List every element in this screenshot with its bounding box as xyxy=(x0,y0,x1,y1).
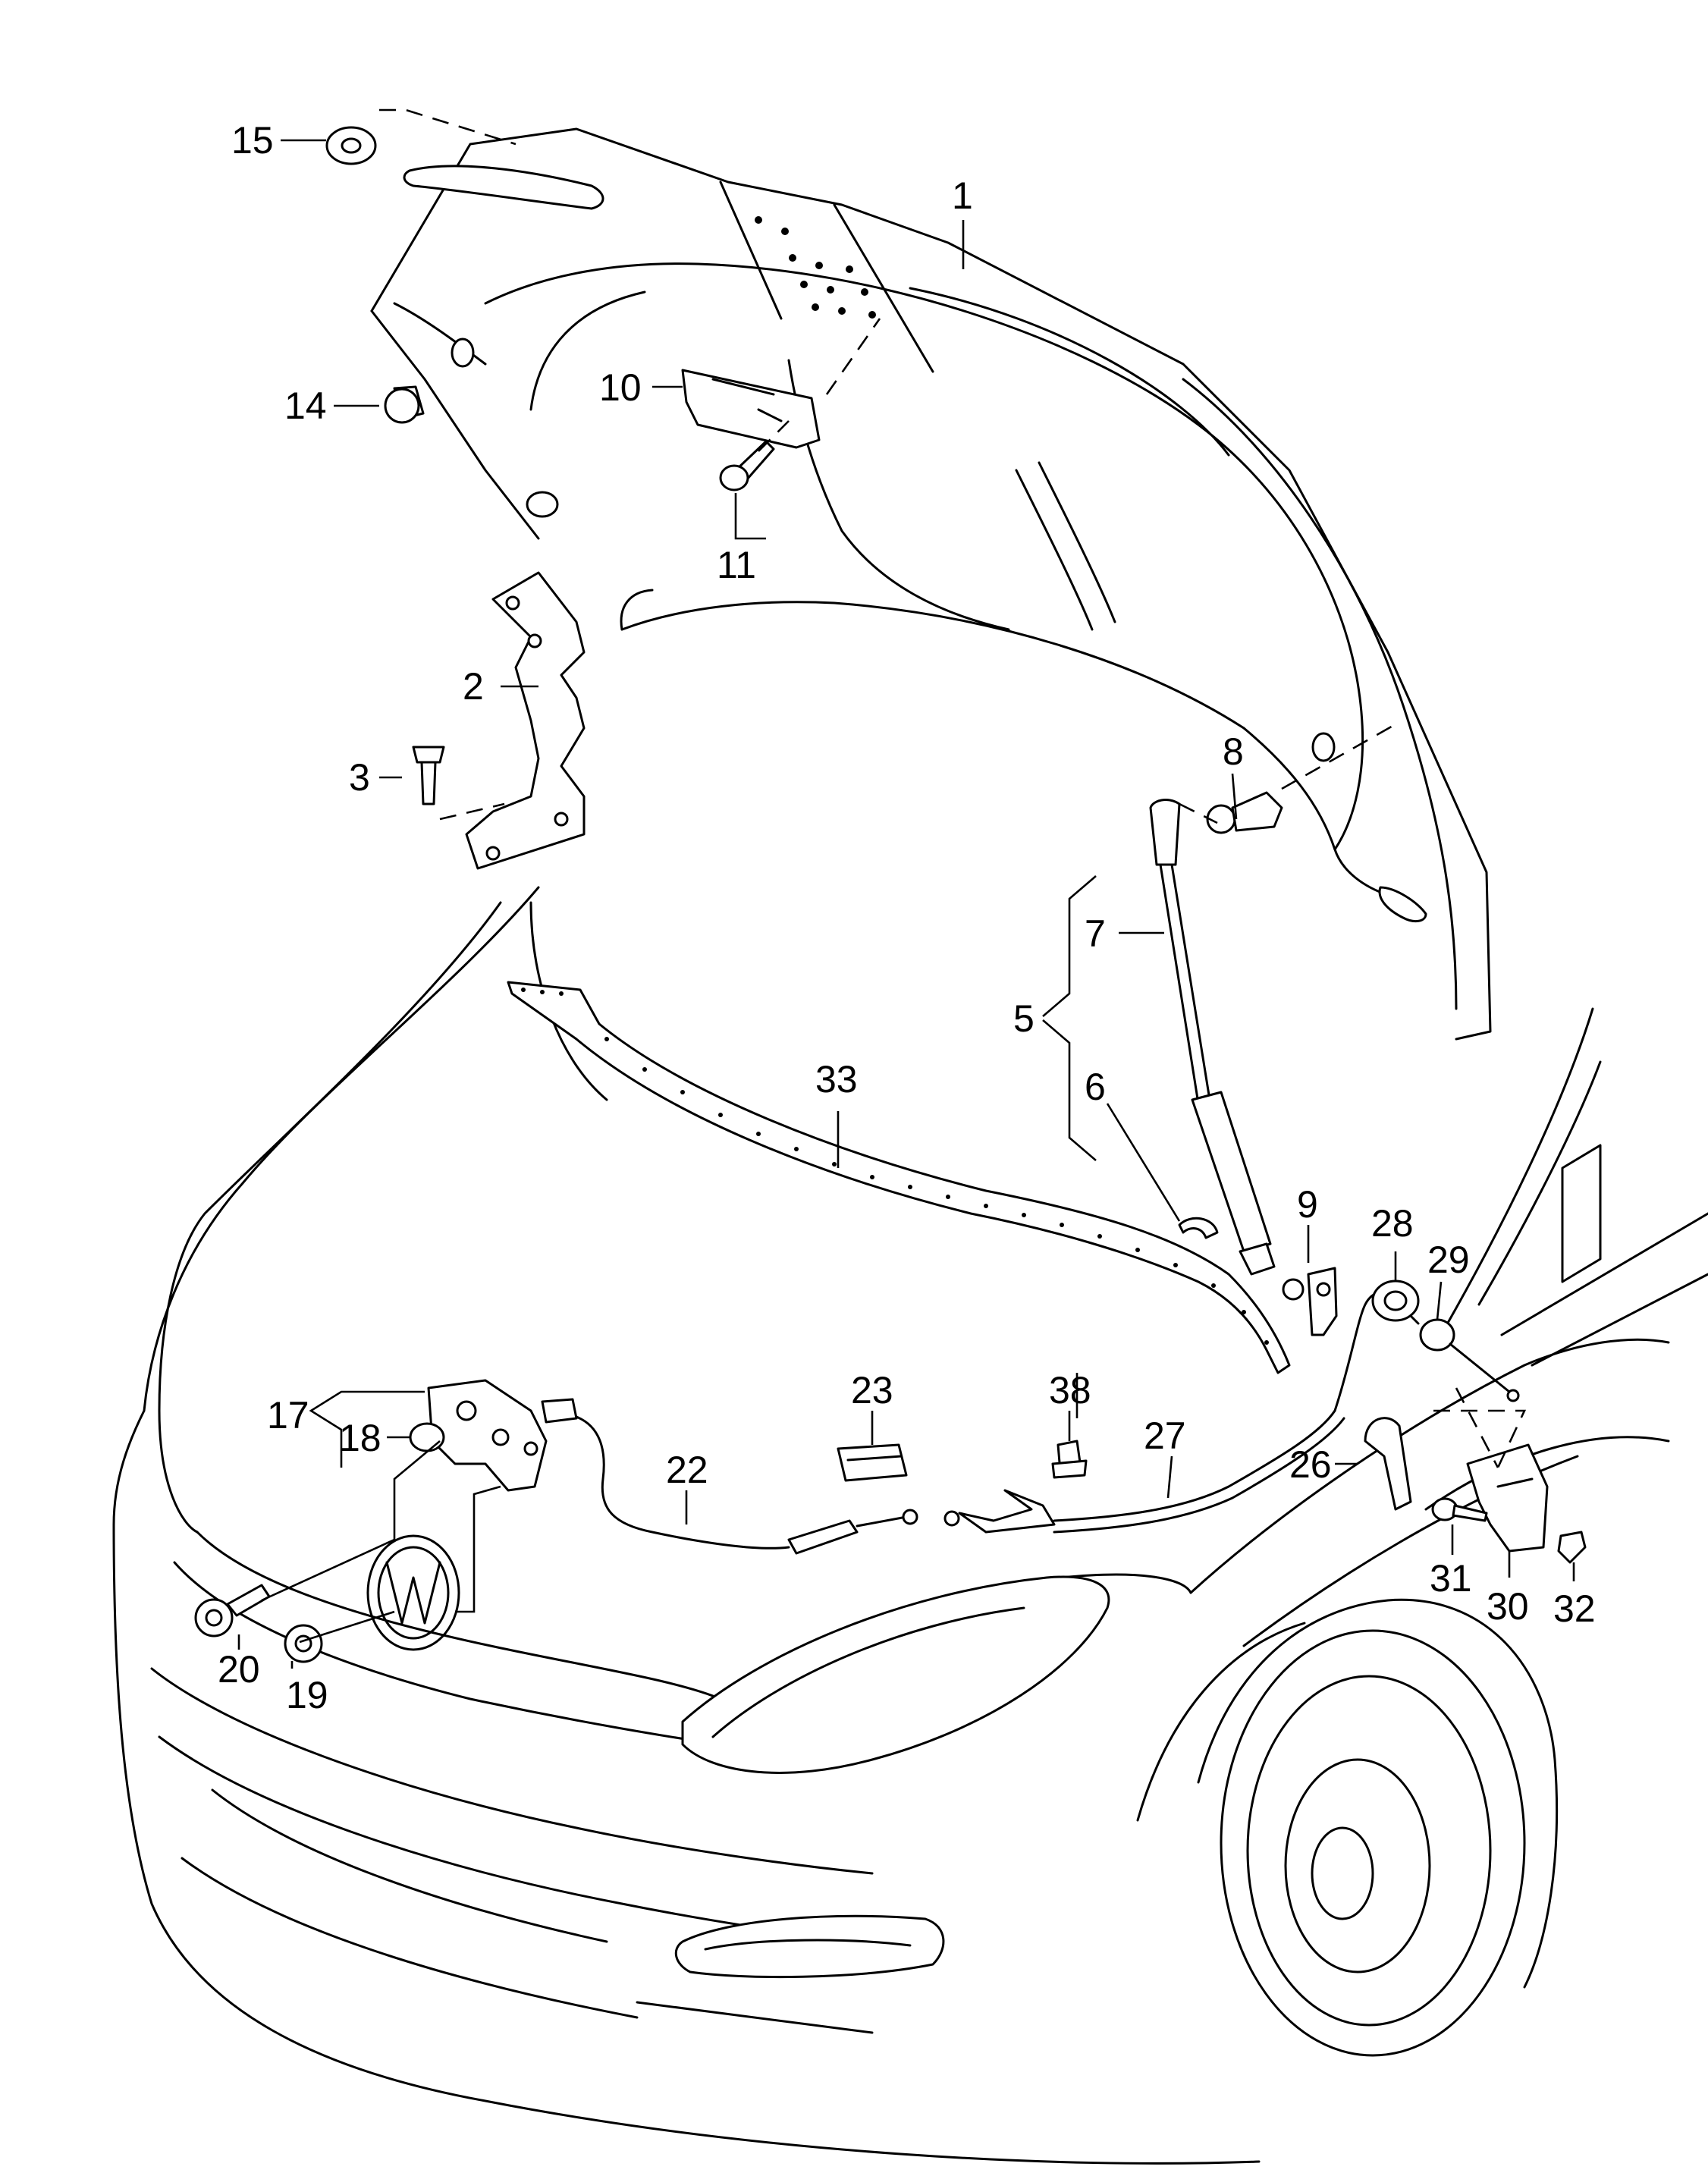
callout-11: 11 xyxy=(717,544,756,586)
callout-31: 31 xyxy=(1430,1557,1472,1600)
part-27-release-cable-rear xyxy=(943,1289,1397,1534)
vehicle-front-body xyxy=(112,886,1708,2165)
callout-5: 5 xyxy=(1013,997,1035,1040)
grille-emblem xyxy=(366,1534,460,1651)
callout-7: 7 xyxy=(1085,912,1106,955)
callout-9: 9 xyxy=(1297,1183,1318,1226)
part-29-cable-end xyxy=(1409,1314,1520,1402)
callout-18: 18 xyxy=(339,1417,381,1459)
callout-33: 33 xyxy=(815,1058,858,1101)
callout-30: 30 xyxy=(1487,1585,1529,1628)
part-17-hood-lock xyxy=(427,1379,548,1492)
callout-15: 15 xyxy=(231,119,274,162)
hood-hole-pattern xyxy=(755,216,876,319)
part-9-ball-socket xyxy=(1282,1267,1338,1336)
part-3-hinge-bolt xyxy=(412,746,445,805)
dashed-assembly-lines xyxy=(379,108,1527,1468)
leader-lines xyxy=(237,139,1575,1669)
part-28-grommet xyxy=(1371,1280,1420,1322)
callout-10: 10 xyxy=(599,366,642,409)
callout-8: 8 xyxy=(1223,730,1244,773)
callout-2: 2 xyxy=(463,665,484,708)
part-11-bolt xyxy=(719,440,775,491)
part-20-bolt xyxy=(194,1584,271,1637)
seal-perforation-dots xyxy=(521,988,1269,1345)
callout-17: 17 xyxy=(267,1394,309,1437)
callout-labels: 1 2 3 5 6 7 8 9 10 11 14 15 17 18 19 20 … xyxy=(218,119,1596,1716)
part-15-bump-stop xyxy=(325,126,377,165)
hood-panel xyxy=(370,127,1492,1041)
callout-27: 27 xyxy=(1144,1415,1186,1457)
callout-38: 38 xyxy=(1049,1369,1091,1411)
part-32-clip xyxy=(1557,1531,1587,1564)
callout-3: 3 xyxy=(349,756,370,799)
callout-23: 23 xyxy=(851,1369,893,1411)
callout-26: 26 xyxy=(1289,1443,1332,1486)
part-22-release-cable-front xyxy=(541,1398,918,1555)
part-10-lock-bracket xyxy=(681,369,821,449)
callout-1: 1 xyxy=(952,174,973,217)
part-19-nut xyxy=(284,1624,323,1663)
callout-28: 28 xyxy=(1371,1202,1414,1245)
callout-22: 22 xyxy=(666,1449,708,1491)
callout-14: 14 xyxy=(284,385,327,427)
callout-6: 6 xyxy=(1085,1066,1106,1108)
part-8-ball-stud xyxy=(1206,791,1283,834)
part-26-release-handle xyxy=(1364,1417,1412,1511)
callout-29: 29 xyxy=(1427,1239,1470,1281)
part-14-rubber-buffer xyxy=(384,385,425,424)
part-6-retaining-clip xyxy=(1178,1217,1219,1239)
part-33-hood-seal xyxy=(507,981,1291,1374)
callout-19: 19 xyxy=(286,1674,328,1716)
callout-20: 20 xyxy=(218,1648,260,1691)
part-23-cable-clip xyxy=(837,1443,908,1482)
part-30-lever-bracket xyxy=(1466,1443,1549,1553)
callout-32: 32 xyxy=(1553,1587,1596,1630)
part-31-screw xyxy=(1431,1497,1488,1522)
part-2-hood-hinge xyxy=(465,571,586,870)
part-38-holder xyxy=(1051,1440,1088,1479)
part-5-gas-strut xyxy=(1149,799,1276,1276)
part-18-microswitch xyxy=(409,1422,445,1452)
